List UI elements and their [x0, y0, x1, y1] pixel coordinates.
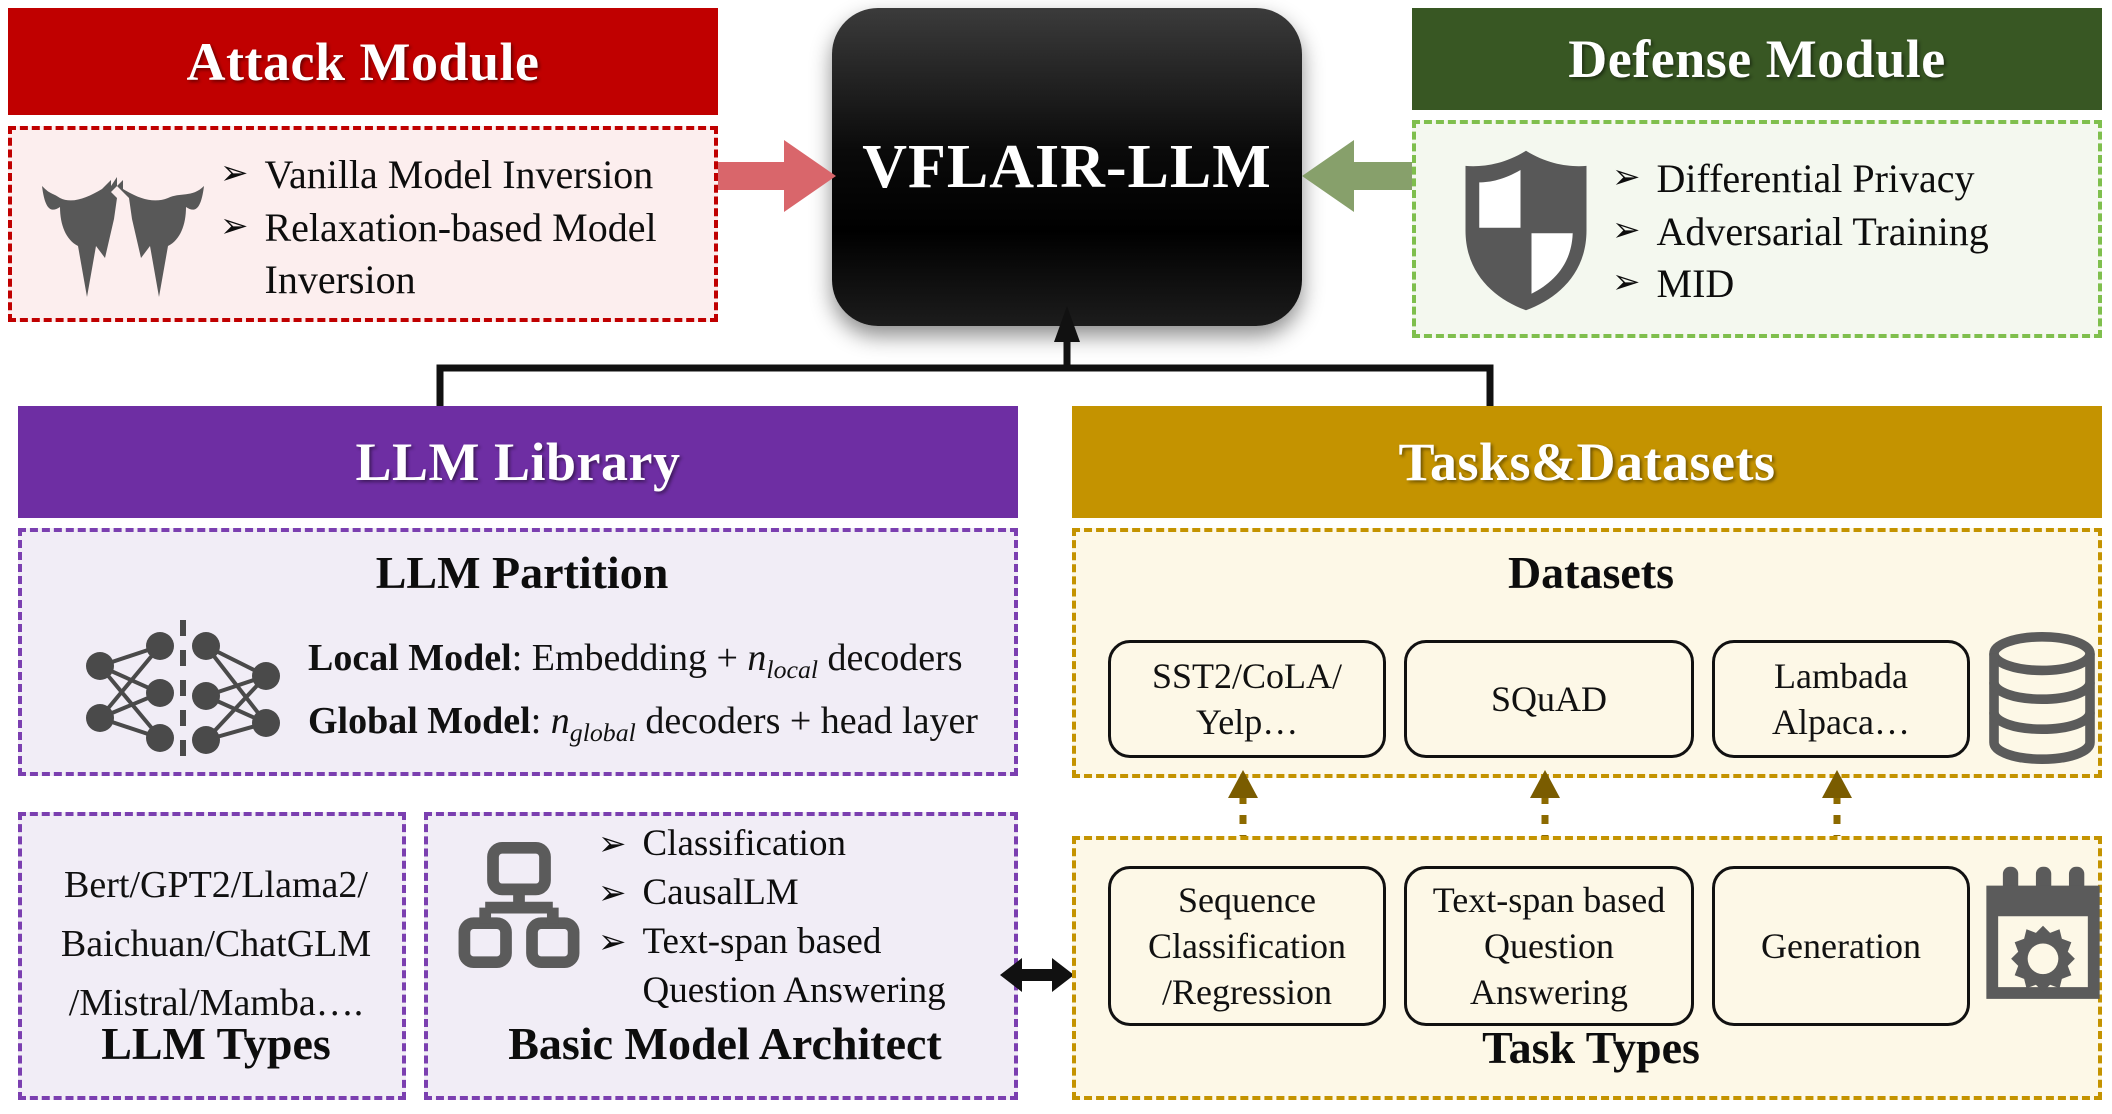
attack-module-header: Attack Module [8, 8, 718, 115]
dataset-box[interactable]: Lambada Alpaca… [1712, 640, 1970, 758]
chevron-bullet-icon: ➢ [598, 825, 627, 863]
chevron-bullet-icon: ➢ [220, 154, 249, 192]
defense-item-label: MID [1656, 261, 1735, 307]
architect-items-list: ➢ Classification ➢ CausalLM ➢ Text-span … [598, 823, 1006, 1011]
datasets-panel: Datasets SST2/CoLA/ Yelp… SQuAD Lambada … [1072, 528, 2102, 778]
llm-library-header: LLM Library [18, 406, 1018, 518]
task-types-caption: Task Types [1482, 1022, 1700, 1073]
attack-item: ➢ Relaxation-based Model Inversion [220, 202, 712, 308]
architect-item-label: CausalLM [642, 872, 799, 914]
llm-library-title: LLM Library [355, 432, 681, 492]
chevron-bullet-icon: ➢ [1612, 264, 1641, 302]
dataset-box[interactable]: SST2/CoLA/ Yelp… [1108, 640, 1386, 758]
local-model-label: Local Model [308, 637, 512, 679]
defense-item-label: Adversarial Training [1656, 208, 1989, 254]
llm-types-text: Bert/GPT2/Llama2/ Baichuan/ChatGLM /Mist… [32, 856, 400, 1033]
chevron-bullet-icon: ➢ [220, 207, 249, 245]
database-icon [1982, 632, 2102, 765]
llm-partition-title: LLM Partition [375, 547, 669, 598]
defense-to-core-arrow [1302, 140, 1420, 212]
split-neural-network-icon [68, 618, 298, 768]
tree-bracket-connector [430, 306, 1500, 410]
local-model-line: Local Model: Embedding + nlocal decoders [308, 628, 1008, 691]
global-model-tail: decoders + head layer [635, 699, 978, 742]
attack-item-label: Relaxation-based Model Inversion [264, 204, 657, 303]
chevron-bullet-icon: ➢ [1612, 158, 1641, 196]
local-model-text: : Embedding + [511, 637, 748, 679]
shield-icon [1456, 148, 1596, 313]
defense-module-panel: ➢ Differential Privacy ➢ Adversarial Tra… [1412, 120, 2102, 338]
tasks-datasets-header: Tasks&Datasets [1072, 406, 2102, 518]
defense-item: ➢ MID [1612, 258, 2092, 311]
task-types-panel: Sequence Classification /Regression Text… [1072, 836, 2102, 1100]
llm-types-line: /Mistral/Mamba…. [68, 981, 364, 1024]
basic-model-architect-panel: ➢ Classification ➢ CausalLM ➢ Text-span … [424, 812, 1018, 1100]
dataset-box[interactable]: SQuAD [1404, 640, 1694, 758]
vflair-llm-core-box: VFLAIR-LLM [832, 8, 1302, 326]
attack-item: ➢ Vanilla Model Inversion [220, 149, 712, 202]
attack-module-title: Attack Module [186, 31, 540, 92]
calendar-gear-icon [1984, 864, 2102, 1004]
architect-caption: Basic Model Architect [508, 1018, 942, 1069]
datasets-title: Datasets [1507, 547, 1675, 598]
attack-module-panel: ➢ Vanilla Model Inversion ➢ Relaxation-b… [8, 126, 718, 322]
chevron-bullet-icon: ➢ [598, 875, 627, 913]
local-model-tail: decoders [818, 637, 963, 679]
attack-item-label: Vanilla Model Inversion [264, 151, 654, 197]
tasks-datasets-title: Tasks&Datasets [1398, 432, 1776, 492]
llm-types-panel: Bert/GPT2/Llama2/ Baichuan/ChatGLM /Mist… [18, 812, 406, 1100]
defense-module-title: Defense Module [1568, 29, 1946, 89]
defense-module-header: Defense Module [1412, 8, 2102, 110]
task-type-box[interactable]: Text-span based Question Answering [1404, 866, 1694, 1026]
llm-types-line: Bert/GPT2/Llama2/ [64, 864, 368, 906]
global-model-var: n [550, 699, 570, 742]
attack-to-core-arrow [718, 140, 836, 212]
architect-item: ➢ Classification [598, 820, 1006, 869]
global-model-text: : [530, 699, 551, 742]
core-title: VFLAIR-LLM [862, 132, 1272, 201]
architect-item: ➢ Text-span based Question Answering [598, 918, 1006, 1016]
chevron-bullet-icon: ➢ [1612, 211, 1641, 249]
llm-partition-description: Local Model: Embedding + nlocal decoders… [308, 628, 1008, 753]
architect-item-label: Text-span based Question Answering [642, 921, 946, 1012]
llm-types-line: Baichuan/ChatGLM [60, 922, 372, 965]
global-model-line: Global Model: nglobal decoders + head la… [308, 691, 1008, 754]
local-model-subscript: local [766, 654, 819, 684]
task-to-dataset-dotted-arrows [1072, 770, 2102, 844]
hierarchy-icon [454, 840, 584, 970]
bat-icon [30, 148, 210, 308]
llm-types-caption: LLM Types [101, 1018, 331, 1069]
local-model-var: n [747, 637, 767, 679]
chevron-bullet-icon: ➢ [598, 924, 627, 962]
defense-items-list: ➢ Differential Privacy ➢ Adversarial Tra… [1612, 130, 2092, 334]
defense-item: ➢ Differential Privacy [1612, 153, 2092, 206]
defense-item-label: Differential Privacy [1656, 155, 1975, 201]
global-model-subscript: global [569, 717, 636, 747]
llm-partition-panel: LLM Partition [18, 528, 1018, 776]
defense-item: ➢ Adversarial Training [1612, 206, 2092, 259]
architect-item: ➢ CausalLM [598, 869, 1006, 918]
global-model-label: Global Model [308, 699, 531, 742]
architect-item-label: Classification [642, 822, 846, 864]
attack-items-list: ➢ Vanilla Model Inversion ➢ Relaxation-b… [220, 136, 712, 320]
task-type-box[interactable]: Sequence Classification /Regression [1108, 866, 1386, 1026]
architect-tasks-double-arrow [1000, 952, 1074, 998]
task-type-box[interactable]: Generation [1712, 866, 1970, 1026]
